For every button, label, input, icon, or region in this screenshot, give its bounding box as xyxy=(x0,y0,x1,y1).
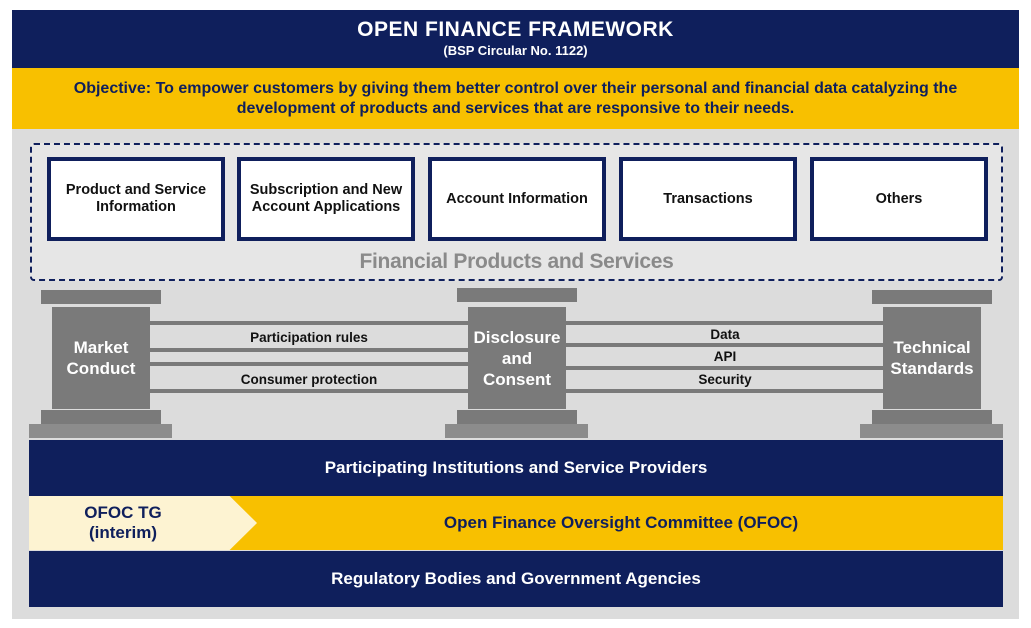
fps-box-product-service-info: Product and Service Information xyxy=(47,157,225,241)
financial-products-label: Financial Products and Services xyxy=(359,250,674,273)
fps-box-label: Transactions xyxy=(663,190,753,207)
pillar-capital xyxy=(872,290,992,304)
fps-box-others: Others xyxy=(810,157,988,241)
beam-line xyxy=(566,366,884,370)
framework-title: OPEN FINANCE FRAMEWORK xyxy=(357,18,674,41)
objective-line-2: development of products and services tha… xyxy=(236,99,795,117)
pillar-shaft: Market Conduct xyxy=(52,307,150,409)
pillar-label-line: Disclosure xyxy=(473,327,561,347)
objective-banner: Objective: To empower customers by givin… xyxy=(12,68,1019,129)
fps-box-label: Account Information xyxy=(446,190,588,207)
pillar-base-upper xyxy=(457,410,577,424)
beam-line xyxy=(150,362,468,366)
participating-institutions-band: Participating Institutions and Service P… xyxy=(29,440,1003,496)
ofoc-tg-label-line: (interim) xyxy=(89,523,157,542)
beam-line xyxy=(150,389,468,393)
regulatory-bodies-band: Regulatory Bodies and Government Agencie… xyxy=(29,551,1003,607)
pillar-shaft: Disclosure and Consent xyxy=(468,307,566,409)
ofoc-tg-label-line: OFOC TG xyxy=(84,503,162,522)
pillar-label-line: Market xyxy=(73,338,129,357)
pillar-capital xyxy=(457,288,577,302)
ofoc-tg-arrow: OFOC TG (interim) xyxy=(29,496,257,550)
pillar-base-lower xyxy=(445,424,588,438)
pillar-base-upper xyxy=(872,410,992,424)
fps-box-label: Others xyxy=(875,190,923,207)
beam-line xyxy=(566,343,884,347)
pillar-label-line: Standards xyxy=(890,359,974,378)
fps-box-label: Subscription and New Account Application… xyxy=(249,182,403,215)
pillar-label-line: Conduct xyxy=(66,359,136,378)
beam-line xyxy=(566,389,884,393)
pillar-shaft: Technical Standards xyxy=(883,307,981,409)
pillar-capital xyxy=(41,290,161,304)
pillar-base-lower xyxy=(29,424,172,438)
pillar-base-lower xyxy=(860,424,1003,438)
fps-box-label: Product and Service Information xyxy=(65,182,207,215)
framework-header: OPEN FINANCE FRAMEWORK (BSP Circular No.… xyxy=(12,10,1019,68)
connector-label-data: Data xyxy=(710,327,740,342)
pillar-base-upper xyxy=(41,410,161,424)
fps-box-account-info: Account Information xyxy=(428,157,606,241)
objective-line-1: Objective: To empower customers by givin… xyxy=(73,79,958,97)
pillar-label-line: Consent xyxy=(483,369,551,389)
beam-line xyxy=(150,321,468,325)
pillar-label-line: and xyxy=(501,348,533,368)
pillar-label-line: Technical xyxy=(893,338,971,357)
connector-label-participation-rules: Participation rules xyxy=(250,330,368,345)
framework-subtitle: (BSP Circular No. 1122) xyxy=(443,43,588,58)
fps-box-subscription: Subscription and New Account Application… xyxy=(237,157,415,241)
beam-line xyxy=(566,321,884,325)
connector-label-security: Security xyxy=(698,372,752,387)
fps-box-transactions: Transactions xyxy=(619,157,797,241)
connector-label-consumer-protection: Consumer protection xyxy=(240,372,378,387)
beam-line xyxy=(150,348,468,352)
connector-label-api: API xyxy=(713,349,737,364)
